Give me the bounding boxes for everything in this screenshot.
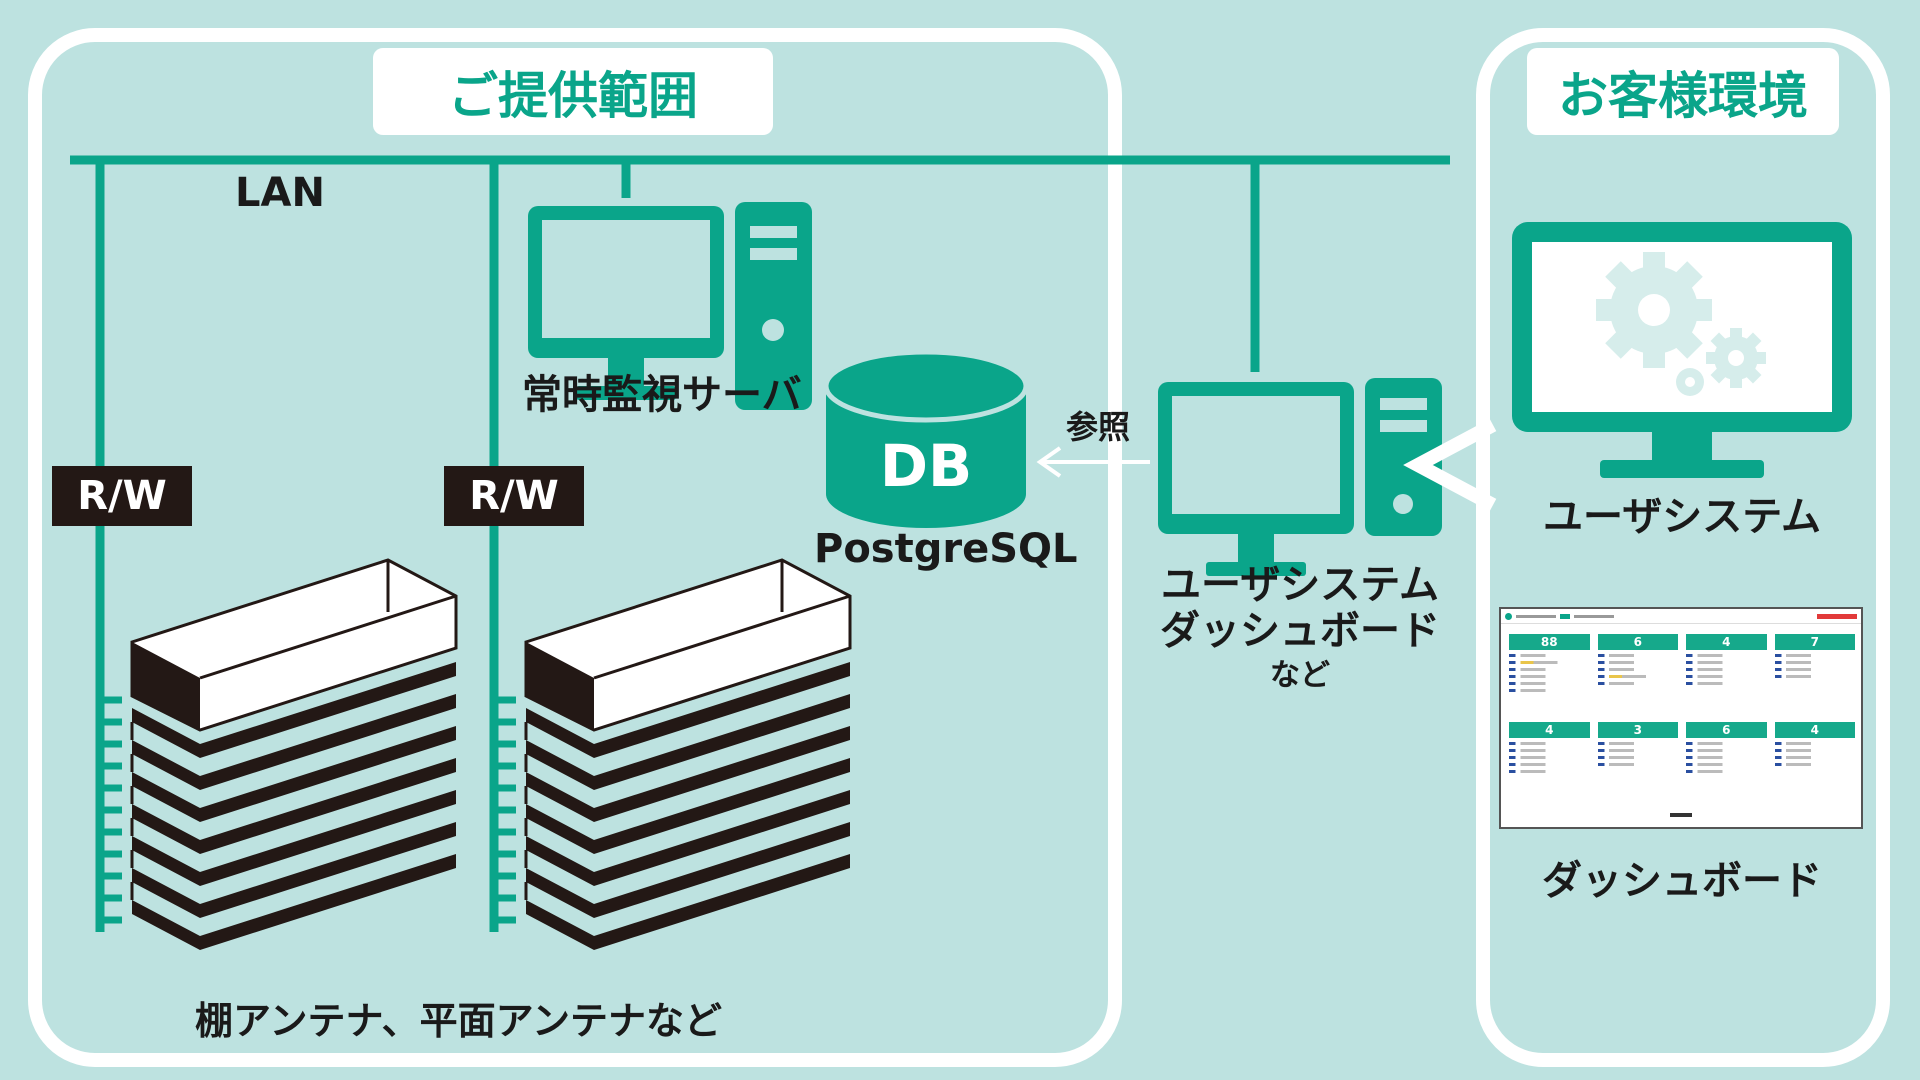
lan-bus xyxy=(70,155,1450,932)
db-engine-label: PostgreSQL xyxy=(814,526,1078,572)
shelf-antenna-icon xyxy=(524,558,852,950)
callout-pointer xyxy=(1403,418,1497,512)
dashboard-card: 6 xyxy=(1686,722,1767,806)
card-count: 88 xyxy=(1509,634,1590,650)
dashboard-card: 6 xyxy=(1597,634,1678,718)
customer-panel xyxy=(1476,28,1890,1067)
dashboard-label: ダッシュボード xyxy=(1542,858,1822,904)
reference-arrow xyxy=(1036,446,1150,478)
rw-badge-left: R/W xyxy=(52,466,192,526)
logo-icon xyxy=(1505,612,1512,620)
dashboard-card: 3 xyxy=(1597,722,1678,806)
rw-badge-right: R/W xyxy=(444,466,584,526)
dashboard-card: 7 xyxy=(1774,634,1855,718)
lan-label: LAN xyxy=(235,170,325,216)
monitor-server-label: 常時監視サーバ xyxy=(522,372,802,418)
header-bar xyxy=(1574,614,1614,618)
desktop-pc-icon xyxy=(528,202,812,410)
header-tag xyxy=(1560,613,1570,619)
dashboard-screenshot: 88 6 4 7 4 3 6 4 xyxy=(1499,607,1863,829)
card-count: 4 xyxy=(1509,722,1590,738)
dashboard-footer xyxy=(1501,813,1861,817)
dashboard-grid: 88 6 4 7 4 3 6 4 xyxy=(1501,624,1861,806)
alert-badge xyxy=(1817,613,1857,619)
user-system-label: ユーザシステム xyxy=(1543,494,1821,540)
antenna-ticks-right xyxy=(494,696,516,924)
antennas-label: 棚アンテナ、平面アンテナなど xyxy=(195,999,723,1043)
provision-scope-title: ご提供範囲 xyxy=(373,48,773,135)
card-count: 3 xyxy=(1597,722,1678,738)
dashboard-card: 88 xyxy=(1509,634,1590,718)
card-count: 4 xyxy=(1774,722,1855,738)
provision-panel xyxy=(28,28,1122,1067)
database-icon xyxy=(823,349,1029,528)
antenna-ticks-left xyxy=(100,696,122,924)
card-count: 7 xyxy=(1774,634,1855,650)
dashboard-pc-label-line1: ユーザシステム xyxy=(1161,562,1439,608)
dashboard-card: 4 xyxy=(1774,722,1855,806)
card-count: 4 xyxy=(1686,634,1767,650)
dashboard-card: 4 xyxy=(1686,634,1767,718)
dashboard-card: 4 xyxy=(1509,722,1590,806)
desktop-pc-icon xyxy=(1158,378,1442,576)
gear-monitor-icon xyxy=(1512,222,1852,478)
reference-label: 参照 xyxy=(1066,408,1131,446)
card-count: 6 xyxy=(1686,722,1767,738)
card-count: 6 xyxy=(1597,634,1678,650)
customer-environment-title: お客様環境 xyxy=(1527,48,1839,135)
db-label: DB xyxy=(879,432,973,500)
shelf-antenna-icon xyxy=(130,558,458,950)
dashboard-header xyxy=(1501,609,1861,624)
dashboard-pc-label-line3: など xyxy=(1270,658,1330,693)
header-bar xyxy=(1516,614,1556,618)
dashboard-pc-label-line2: ダッシュボード xyxy=(1160,608,1440,654)
